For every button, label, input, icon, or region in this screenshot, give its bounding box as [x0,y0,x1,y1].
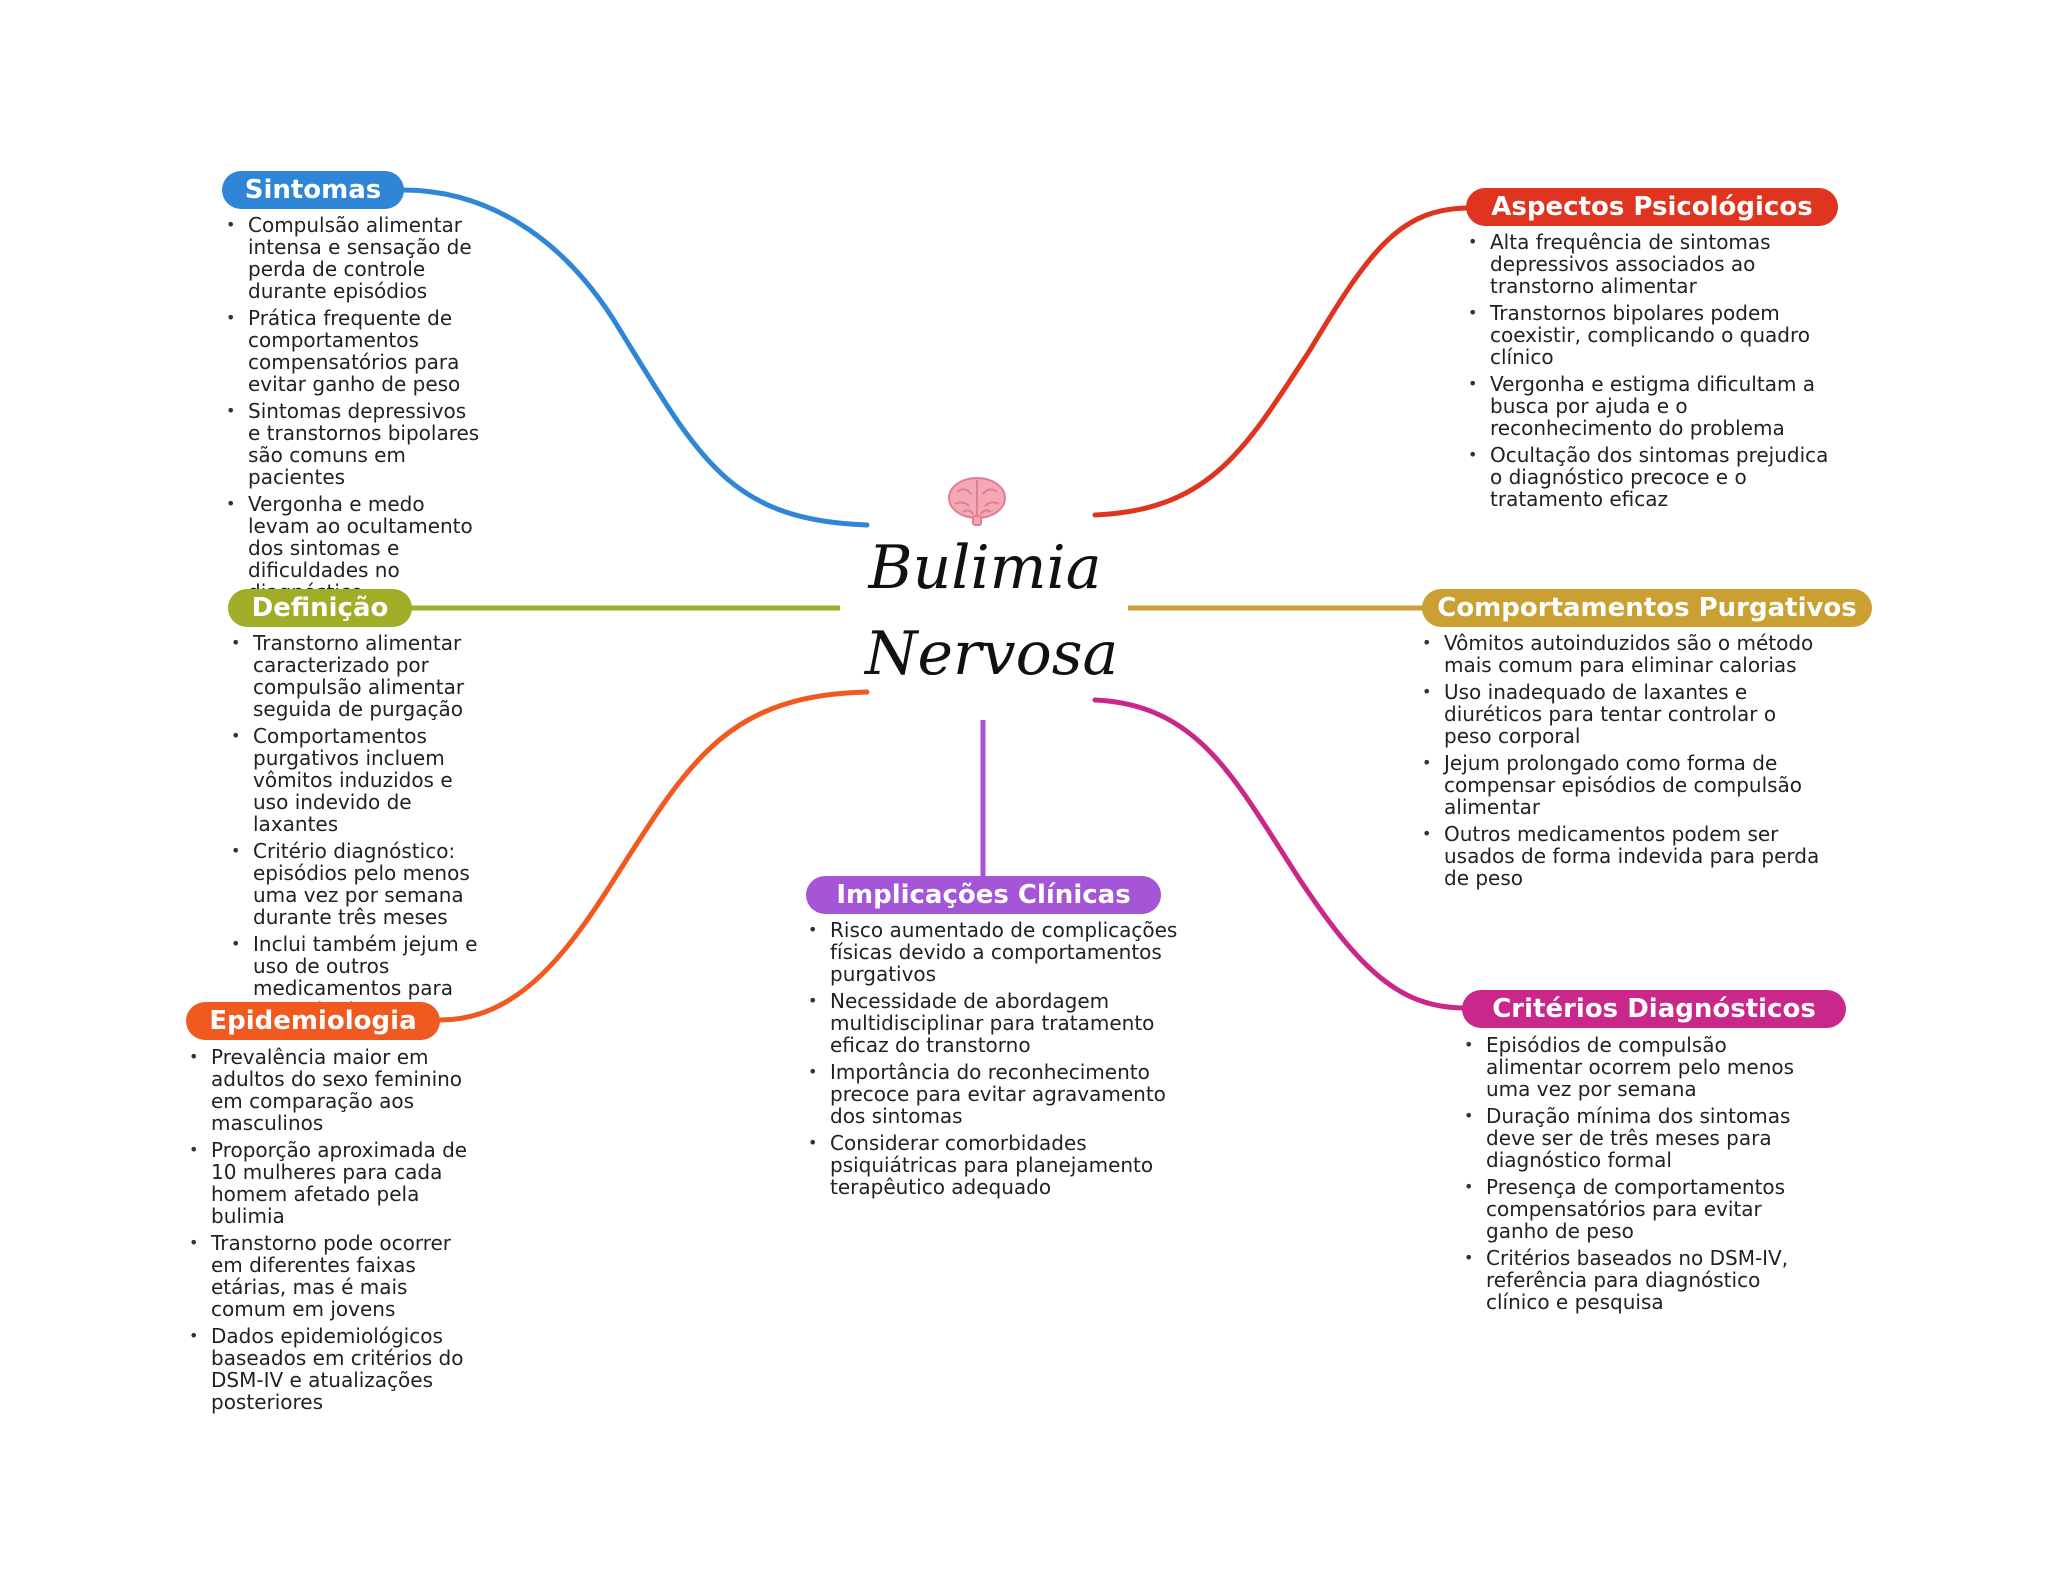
bullet-item: Jejum prolongado como forma de compensar… [1420,752,1820,818]
bullet-list-criterios: Episódios de compulsão alimentar ocorrem… [1462,1034,1822,1318]
bullet-item: Proporção aproximada de 10 mulheres para… [187,1139,475,1227]
bullet-item: Risco aumentado de complicações físicas … [806,919,1178,985]
branch-label-comportamentos[interactable]: Comportamentos Purgativos [1422,589,1872,627]
bullet-item: Prática frequente de comportamentos comp… [224,307,480,395]
branch-label-definicao-text: Definição [251,593,389,623]
bullet-item: Ocultação dos sintomas prejudica o diagn… [1466,444,1846,510]
bullet-list-epidemiologia: Prevalência maior em adultos do sexo fem… [187,1046,475,1418]
brain-icon [948,477,1006,526]
bullet-item: Transtornos bipolares podem coexistir, c… [1466,302,1846,368]
bullet-item: Duração mínima dos sintomas deve ser de … [1462,1105,1822,1171]
bullet-item: Uso inadequado de laxantes e diuréticos … [1420,681,1820,747]
branch-label-criterios-text: Critérios Diagnósticos [1492,994,1816,1024]
bullet-item: Compulsão alimentar intensa e sensação d… [224,214,480,302]
bullet-item: Episódios de compulsão alimentar ocorrem… [1462,1034,1822,1100]
bullet-item: Transtorno pode ocorrer em diferentes fa… [187,1232,475,1320]
branch-label-sintomas[interactable]: Sintomas [222,171,404,209]
bullet-item: Vergonha e estigma dificultam a busca po… [1466,373,1846,439]
branch-label-implicacoes[interactable]: Implicações Clínicas [806,876,1161,914]
connector-sintomas [400,187,870,528]
connector-criterios [1092,697,1468,1011]
bullet-item: Outros medicamentos podem ser usados de … [1420,823,1820,889]
bullet-item: Necessidade de abordagem multidisciplina… [806,990,1178,1056]
bullet-item: Critérios baseados no DSM-IV, referência… [1462,1247,1822,1313]
branch-label-sintomas-text: Sintomas [244,175,382,205]
bullet-list-definicao: Transtorno alimentar caracterizado por c… [229,632,483,1026]
bullet-item: Presença de comportamentos compensatório… [1462,1176,1822,1242]
branch-label-criterios[interactable]: Critérios Diagnósticos [1462,990,1846,1028]
branch-label-implicacoes-text: Implicações Clínicas [836,880,1131,910]
bullet-list-comportamentos: Vômitos autoinduzidos são o método mais … [1420,632,1820,894]
bullet-item: Importância do reconhecimento precoce pa… [806,1061,1178,1127]
branch-label-aspectos-text: Aspectos Psicológicos [1491,192,1813,222]
bullet-item: Considerar comorbidades psiquiátricas pa… [806,1132,1178,1198]
bullet-list-sintomas: Compulsão alimentar intensa e sensação d… [224,214,480,608]
bullet-list-implicacoes: Risco aumentado de complicações físicas … [806,919,1178,1203]
bullet-item: Vômitos autoinduzidos são o método mais … [1420,632,1820,676]
branch-label-definicao[interactable]: Definição [228,589,412,627]
bullet-item: Sintomas depressivos e transtornos bipol… [224,400,480,488]
connector-aspectos [1092,205,1473,518]
branch-label-comportamentos-text: Comportamentos Purgativos [1437,593,1857,623]
branch-label-aspectos[interactable]: Aspectos Psicológicos [1466,188,1838,226]
central-topic-title: Bulimia Nervosa [865,533,1119,689]
bullet-item: Comportamentos purgativos incluem vômito… [229,725,483,835]
bullet-list-aspectos: Alta frequência de sintomas depressivos … [1466,231,1846,515]
bullet-item: Critério diagnóstico: episódios pelo men… [229,840,483,928]
bullet-item: Transtorno alimentar caracterizado por c… [229,632,483,720]
branch-label-epidemiologia-text: Epidemiologia [209,1006,417,1036]
connector-epidemiologia [437,689,870,1023]
bullet-item: Dados epidemiológicos baseados em critér… [187,1325,475,1413]
bullet-item: Alta frequência de sintomas depressivos … [1466,231,1846,297]
branch-label-epidemiologia[interactable]: Epidemiologia [186,1002,440,1040]
bullet-item: Prevalência maior em adultos do sexo fem… [187,1046,475,1134]
bullet-item: Vergonha e medo levam ao ocultamento dos… [224,493,480,603]
